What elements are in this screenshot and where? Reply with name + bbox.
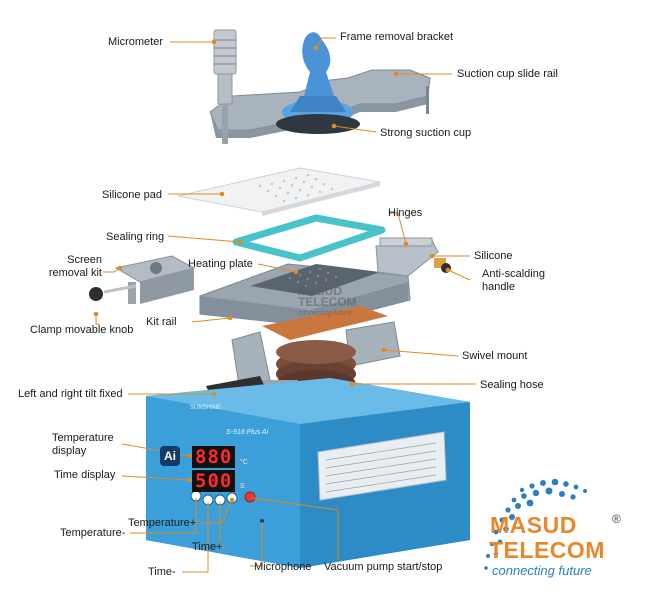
label-anti-scalding-handle: Anti-scalding handle: [482, 268, 545, 294]
device-brand-text: SUNSHINE: [190, 405, 222, 411]
label-anti-scalding-line1: Anti-scalding: [482, 268, 545, 280]
watermark-line-1: MASUD: [298, 284, 342, 298]
brand-registered-mark: ®: [612, 512, 621, 526]
label-temperature-display-line1: Temperature: [52, 432, 114, 444]
label-temperature-display: Temperature display: [52, 432, 114, 458]
device-model-text: S-918 Plus Ai: [226, 429, 269, 436]
label-screen-removal-kit-line2: removal kit: [48, 267, 102, 279]
brand-logo-dots: [484, 478, 587, 570]
label-hinges: Hinges: [388, 207, 423, 219]
ai-badge: Ai: [160, 446, 180, 466]
label-temperature-display-line2: display: [52, 445, 87, 457]
label-silicone-pad: Silicone pad: [102, 189, 162, 201]
label-vacuum-pump: Vacuum pump start/stop: [324, 561, 443, 573]
heating-plate-shape: [199, 237, 451, 340]
time-unit: S: [240, 483, 245, 490]
label-sealing-hose: Sealing hose: [480, 379, 544, 391]
sealing-ring-shape: [232, 214, 386, 262]
suction-cup-shape: [276, 32, 360, 134]
leader-lines: [93, 37, 476, 573]
label-strong-suction-cup: Strong suction cup: [380, 127, 472, 139]
label-clamp-movable-knob: Clamp movable knob: [30, 324, 134, 336]
label-silicone: Silicone: [474, 250, 513, 262]
brand-name-line2: TELECOM: [489, 537, 605, 563]
silicone-pad-shape: [177, 167, 381, 216]
label-micrometer: Micrometer: [108, 36, 164, 48]
time-readout: 500: [192, 470, 236, 492]
base-body-shape: [146, 378, 470, 568]
label-swivel-mount: Swivel mount: [462, 350, 528, 362]
label-microphone: Microphone: [254, 561, 312, 573]
brand-tagline: connecting future: [492, 563, 592, 578]
label-time-display: Time display: [54, 469, 116, 481]
watermark-line-2: TELECOM: [298, 295, 357, 309]
label-kit-rail: Kit rail: [146, 316, 177, 328]
label-heating-plate: Heating plate: [188, 258, 253, 270]
label-anti-scalding-line2: handle: [482, 281, 516, 293]
label-screen-removal-kit: Screen removal kit: [36, 254, 102, 280]
label-time-minus: Time-: [148, 566, 176, 578]
label-suction-cup-slide-rail: Suction cup slide rail: [457, 68, 558, 80]
label-screen-removal-kit-line1: Screen: [67, 254, 102, 266]
label-tilt-fixed: Left and right tilt fixed: [18, 388, 123, 400]
label-sealing-ring: Sealing ring: [106, 231, 165, 243]
watermark: MASUD TELECOM connecting future: [298, 284, 378, 319]
label-temperature-minus: Temperature-: [60, 527, 126, 539]
temperature-readout: 880: [192, 446, 236, 468]
label-temperature-plus: Temperature+: [128, 517, 197, 529]
temperature-unit: °C: [240, 459, 248, 466]
micrometer-shape: [213, 29, 237, 144]
label-time-plus: Time+: [192, 541, 223, 553]
watermark-tagline: connecting future: [298, 310, 352, 317]
brand-name-line1: MASUD: [490, 512, 577, 538]
screen-removal-kit-shape: [89, 255, 196, 304]
label-frame-removal-bracket: Frame removal bracket: [340, 31, 454, 43]
